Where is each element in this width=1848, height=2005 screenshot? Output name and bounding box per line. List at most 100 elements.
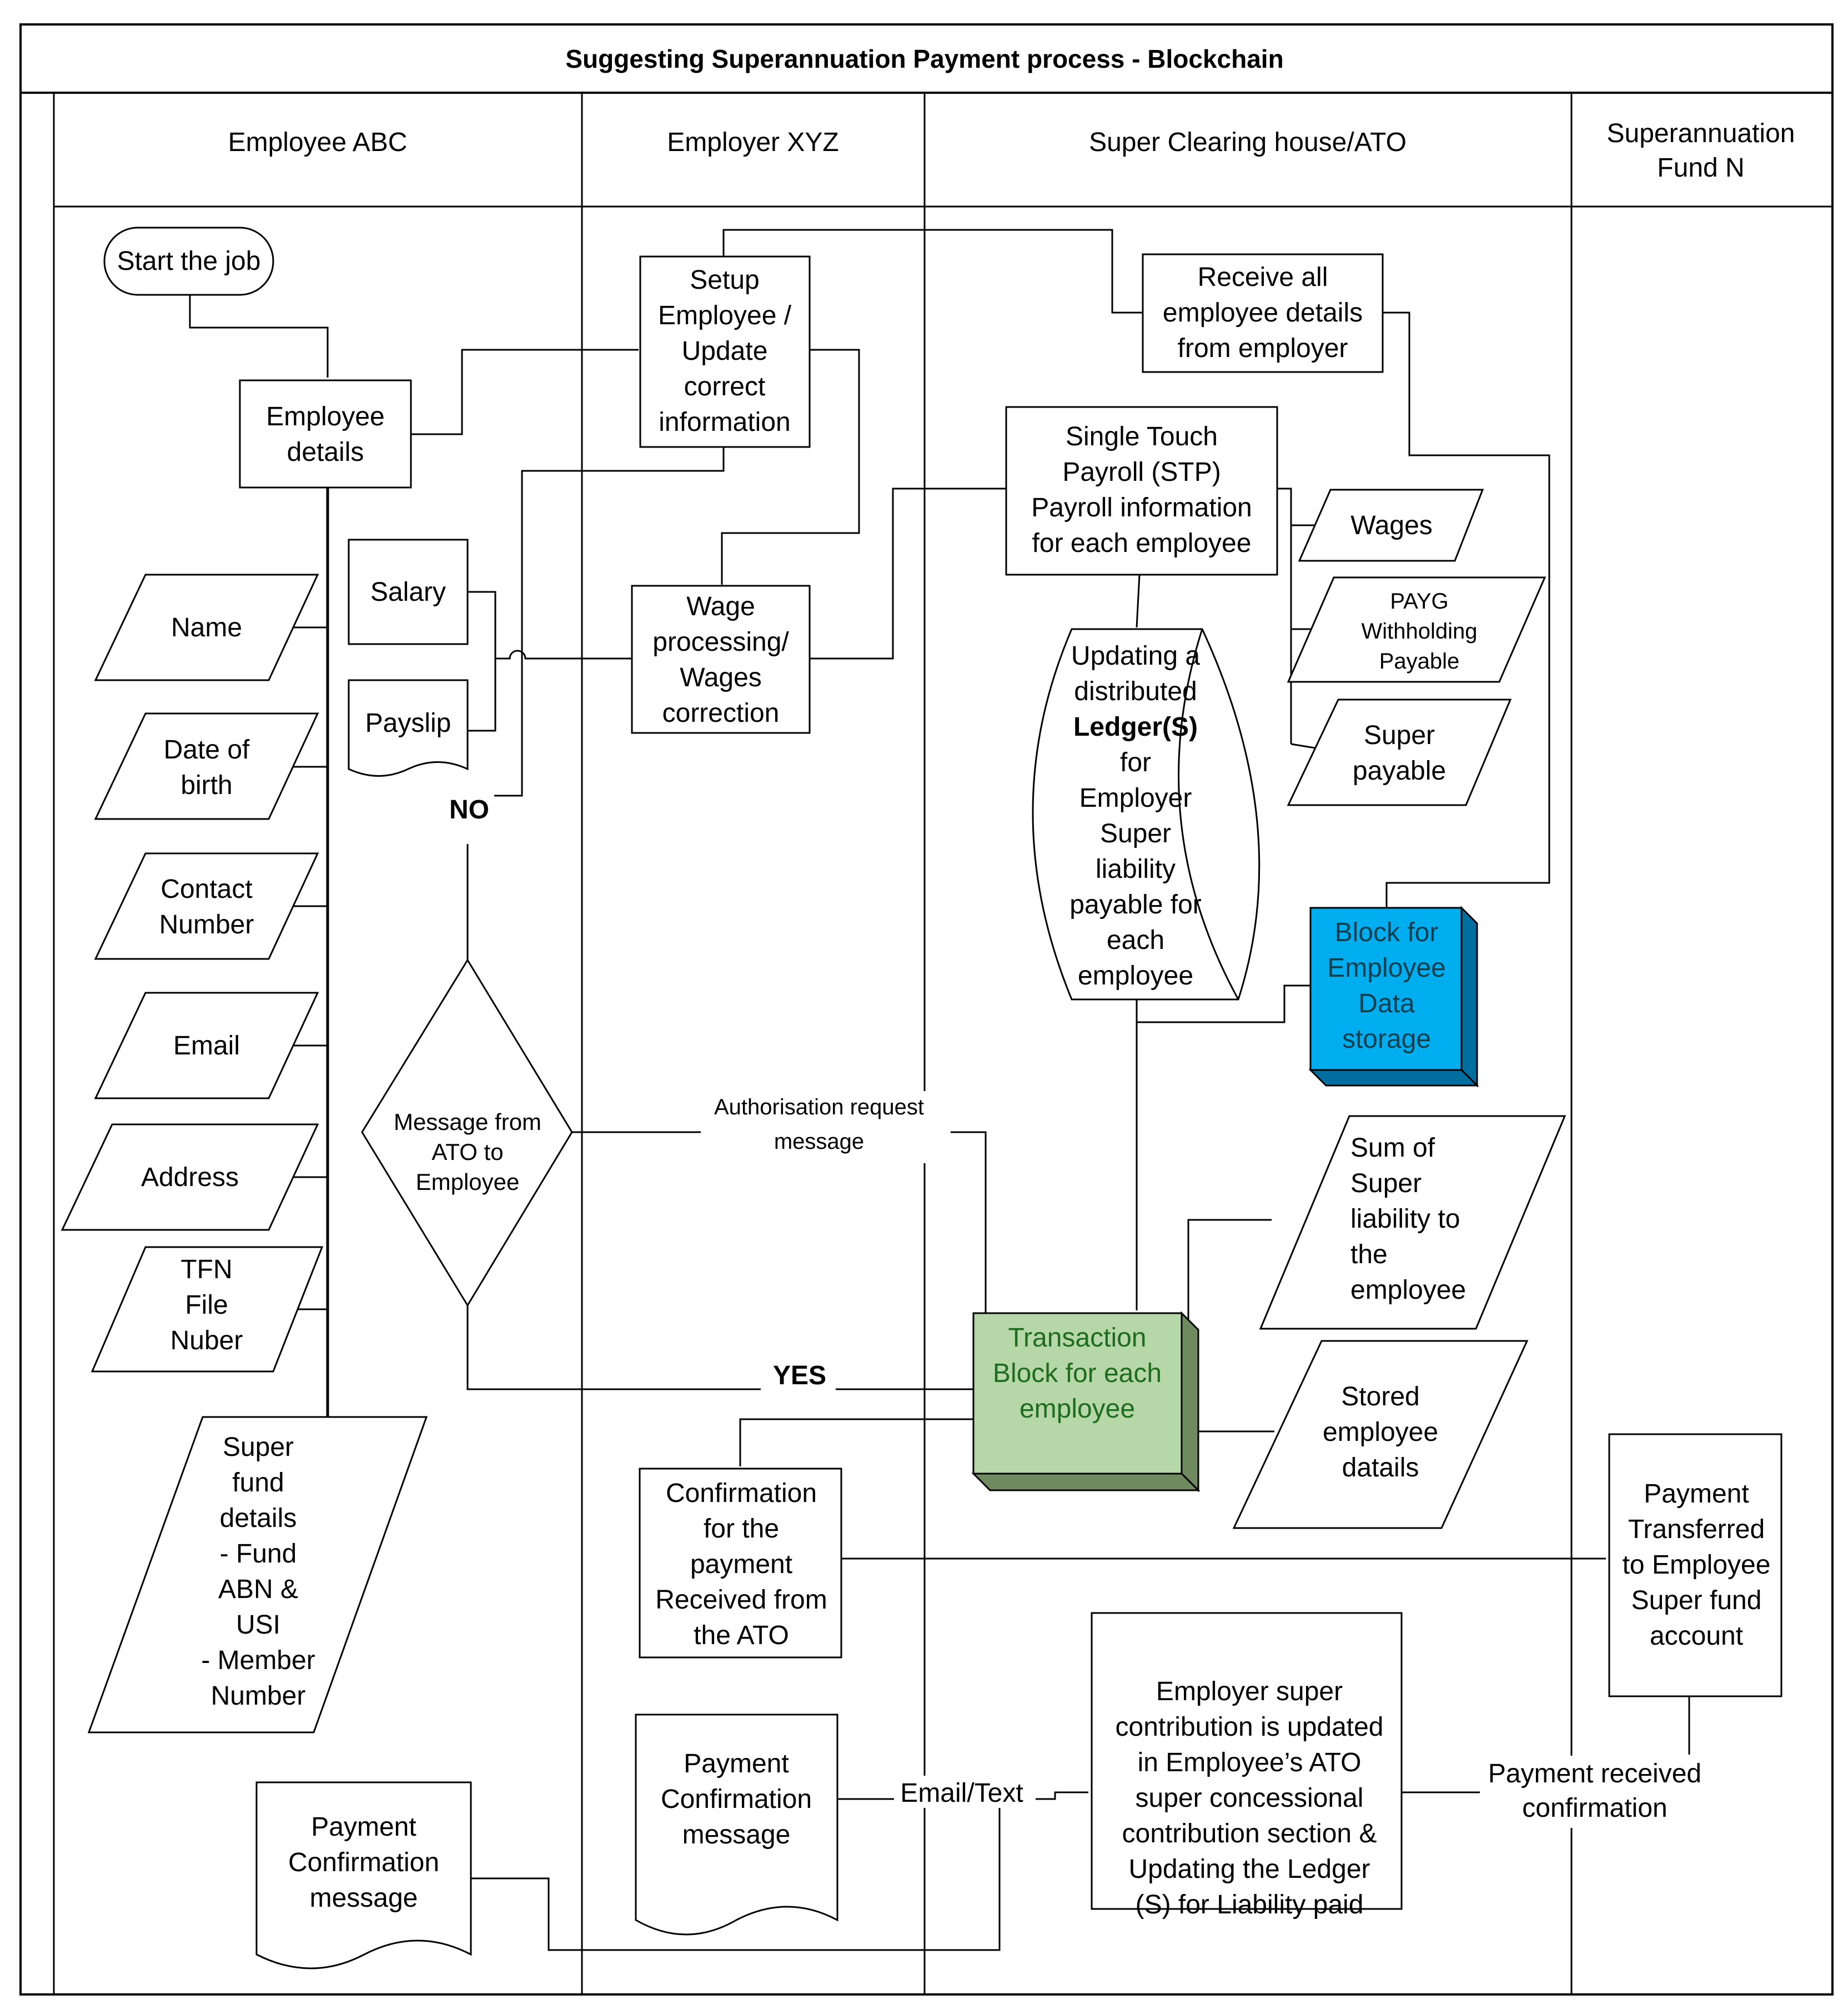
edge-transaction-to-stored (1187, 1388, 1274, 1433)
svg-text:Start the job: Start the job (117, 247, 261, 276)
text-line: datails (1342, 1453, 1419, 1483)
text-line: Payment (311, 1812, 416, 1842)
text-line: Updating a (1071, 641, 1200, 671)
svg-text:Wages: Wages (1350, 511, 1433, 540)
text-line: USI (236, 1610, 280, 1640)
text-line: super concessional (1136, 1783, 1364, 1813)
text-line: Contact (160, 875, 252, 904)
text-line: Date of (164, 735, 250, 765)
text-line: Employee (266, 402, 384, 431)
text-line: Authorisation request (714, 1095, 924, 1119)
node-start-job: Start the job (103, 227, 274, 296)
text-line: Employee (416, 1169, 520, 1195)
edge-setup-to-receive (722, 229, 1143, 314)
text-line: Update (682, 336, 768, 366)
text-line: NO (449, 795, 489, 825)
node-super-payable: Super payable (1287, 699, 1512, 806)
edge-ledger-to-block (1137, 984, 1310, 1023)
node-address: Address (61, 1123, 319, 1231)
text-line: for each employee (1032, 529, 1252, 558)
text-line: Number (211, 1681, 306, 1711)
text-line: Employer (1079, 783, 1192, 813)
text-line: Super (1364, 721, 1435, 750)
text-line: ATO to (431, 1139, 503, 1165)
text-line: Transferred (1628, 1515, 1765, 1544)
text-line: the (1350, 1240, 1388, 1269)
text-line: to Employee (1623, 1550, 1771, 1580)
text-line: Employer super (1156, 1677, 1343, 1706)
edge-to-salary (468, 591, 496, 659)
text-line: Ledger(S) (1073, 712, 1198, 742)
text-line: storage (1342, 1024, 1431, 1054)
node-name: Name (94, 574, 319, 681)
text-line: liability to (1350, 1204, 1460, 1234)
text-line: employee (1020, 1394, 1135, 1424)
text-line: employee (1078, 961, 1193, 991)
text-line: Payroll (STP) (1062, 458, 1221, 487)
text-line: details (220, 1504, 297, 1533)
node-salary: Salary (348, 539, 469, 645)
edge-wage-to-stp (810, 488, 1006, 660)
text-line: Confirmation (288, 1848, 439, 1877)
edge-no-to-setup (471, 447, 725, 797)
lane-header-employer: Employer XYZ (667, 128, 838, 157)
text-line: Receive all (1198, 263, 1328, 292)
text-line: - Member (201, 1646, 315, 1675)
text-line: payable (1353, 756, 1446, 786)
text-line: Block for (1335, 918, 1439, 947)
text-line: Data (1358, 989, 1415, 1018)
text-line: Employer XYZ (667, 128, 838, 157)
text-line: Suggesting Superannuation Payment proces… (565, 44, 1283, 73)
swimlane-frame (19, 23, 1834, 1996)
text-line: details (287, 438, 364, 467)
edge-transaction-to-confirmation (739, 1418, 973, 1466)
text-line: processing/ (652, 627, 789, 657)
text-line: Nuber (170, 1326, 243, 1355)
text-line: correct (684, 372, 766, 401)
text-line: Salary (370, 577, 446, 607)
text-line: Email/Text (900, 1778, 1023, 1808)
text-line: Email (173, 1031, 240, 1061)
text-line: Super (223, 1433, 294, 1462)
text-line: for the (704, 1514, 779, 1544)
text-line: Fund N (1657, 153, 1744, 183)
text-line: employee (1350, 1275, 1466, 1305)
text-line: Wages (1350, 511, 1433, 540)
node-wages: Wages (1298, 489, 1484, 562)
text-line: Setup (690, 265, 759, 295)
text-line: information (659, 408, 790, 437)
text-line: Received from (655, 1585, 827, 1615)
text-line: Address (141, 1163, 239, 1192)
text-line: Payment (684, 1749, 789, 1778)
edge-start-to-details (189, 295, 329, 378)
diagram-title: Suggesting Superannuation Payment proces… (565, 44, 1283, 73)
text-line: Wages (680, 663, 762, 692)
label-no: NO (449, 795, 489, 825)
text-line: employee details (1163, 298, 1363, 328)
text-line: fund (232, 1468, 284, 1498)
node-email: Email (94, 992, 319, 1099)
text-line: Number (159, 910, 254, 939)
text-line: correction (662, 699, 780, 728)
